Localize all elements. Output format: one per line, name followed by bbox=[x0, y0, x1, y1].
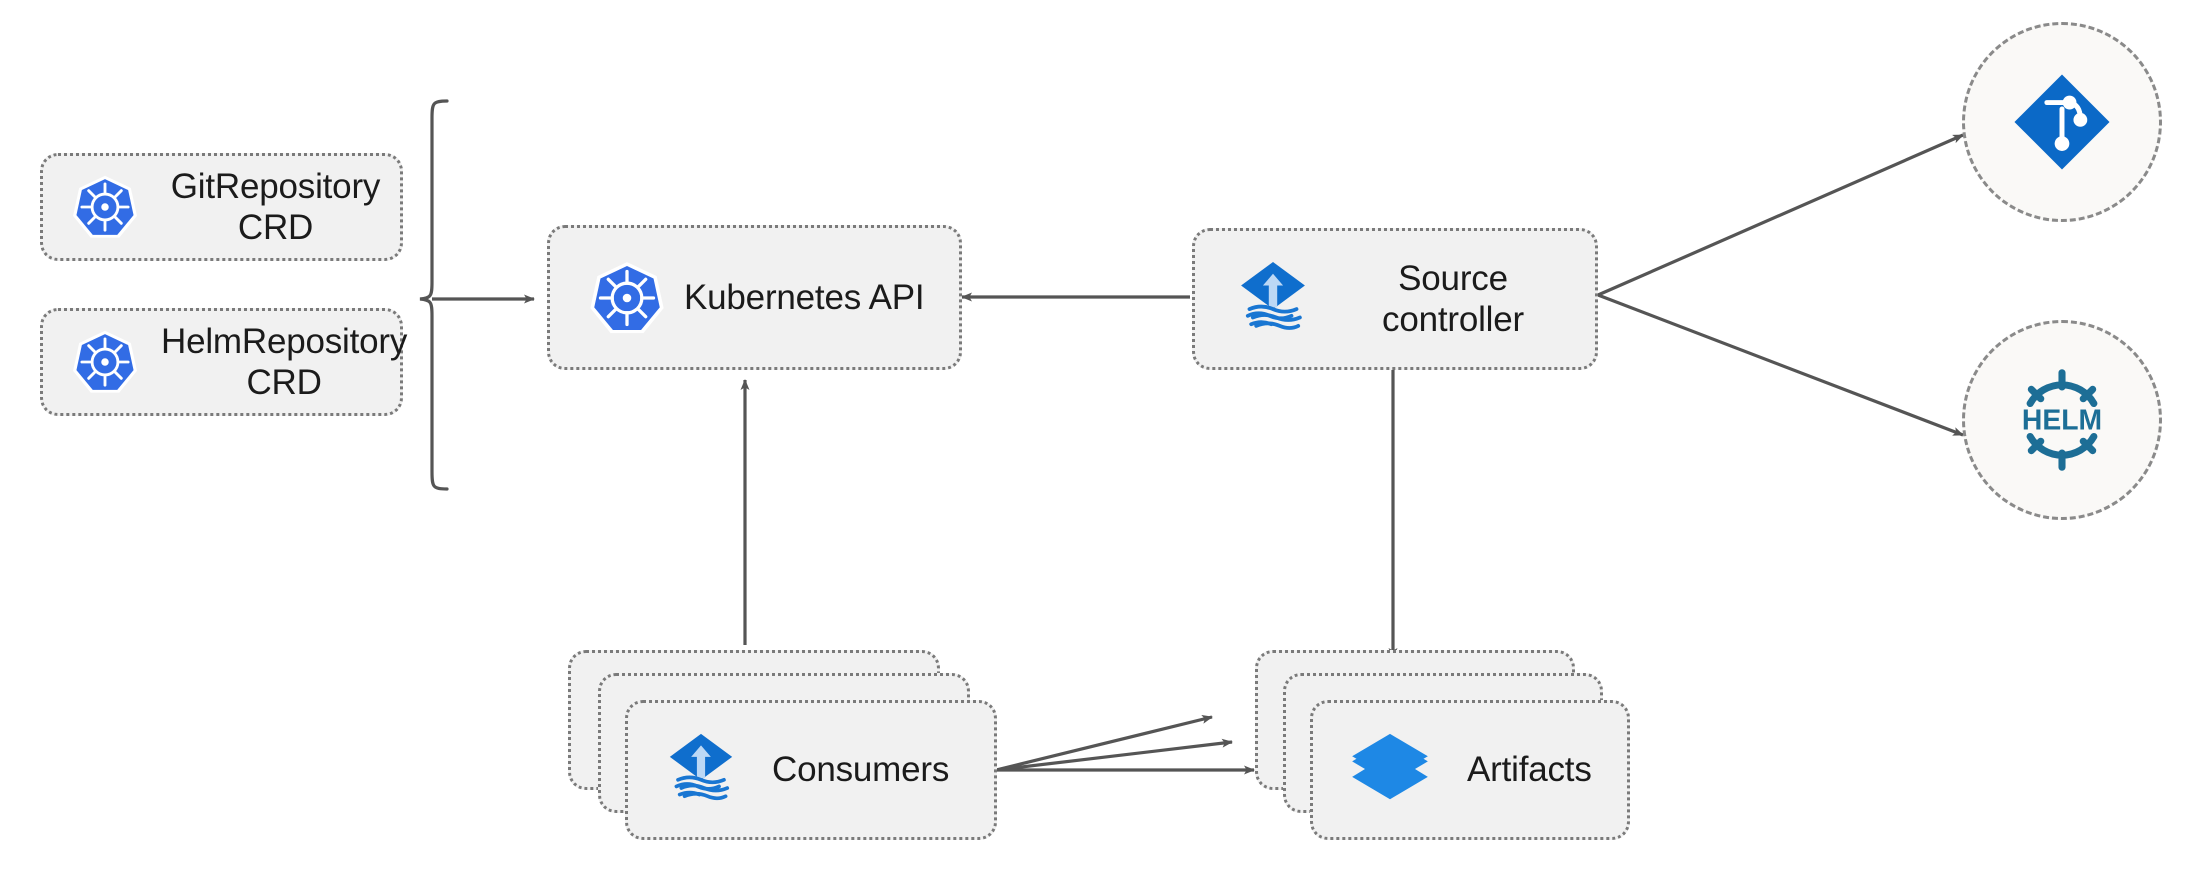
kubernetes-icon bbox=[71, 173, 139, 241]
kubernetes-icon bbox=[588, 259, 666, 337]
layers-icon bbox=[1347, 727, 1433, 813]
flux-icon bbox=[660, 729, 742, 811]
node-consumers[interactable]: Consumers bbox=[625, 700, 997, 840]
git-icon bbox=[2008, 68, 2116, 176]
node-source-controller[interactable]: Source controller bbox=[1192, 228, 1598, 370]
kubernetes-icon bbox=[71, 328, 139, 396]
node-git-repository-crd[interactable]: GitRepository CRD bbox=[40, 153, 403, 261]
edge-consumers-to-artifacts-back bbox=[995, 715, 1213, 772]
crd-group-bracket bbox=[419, 99, 535, 491]
node-label: Artifacts bbox=[1467, 750, 1592, 790]
flux-icon bbox=[1231, 257, 1315, 341]
edge-source-to-helm bbox=[1597, 293, 1964, 437]
node-kubernetes-api[interactable]: Kubernetes API bbox=[547, 225, 962, 370]
node-label: GitRepository CRD bbox=[170, 166, 381, 247]
node-helm-repository-crd[interactable]: HelmRepository CRD bbox=[40, 308, 407, 416]
node-artifacts[interactable]: Artifacts bbox=[1310, 700, 1630, 840]
edge-source-to-git bbox=[1597, 133, 1964, 297]
node-label: Consumers bbox=[772, 750, 950, 790]
node-helm-source[interactable]: HELM bbox=[1962, 320, 2162, 520]
node-label: Source controller bbox=[1382, 258, 1524, 339]
node-label: Kubernetes API bbox=[684, 277, 925, 317]
edge-consumers-to-artifacts-mid bbox=[995, 738, 1233, 772]
helm-icon: HELM bbox=[2003, 361, 2121, 479]
node-git-source[interactable] bbox=[1962, 22, 2162, 222]
helm-wordmark: HELM bbox=[2022, 404, 2102, 436]
node-label: HelmRepository CRD bbox=[161, 321, 408, 402]
